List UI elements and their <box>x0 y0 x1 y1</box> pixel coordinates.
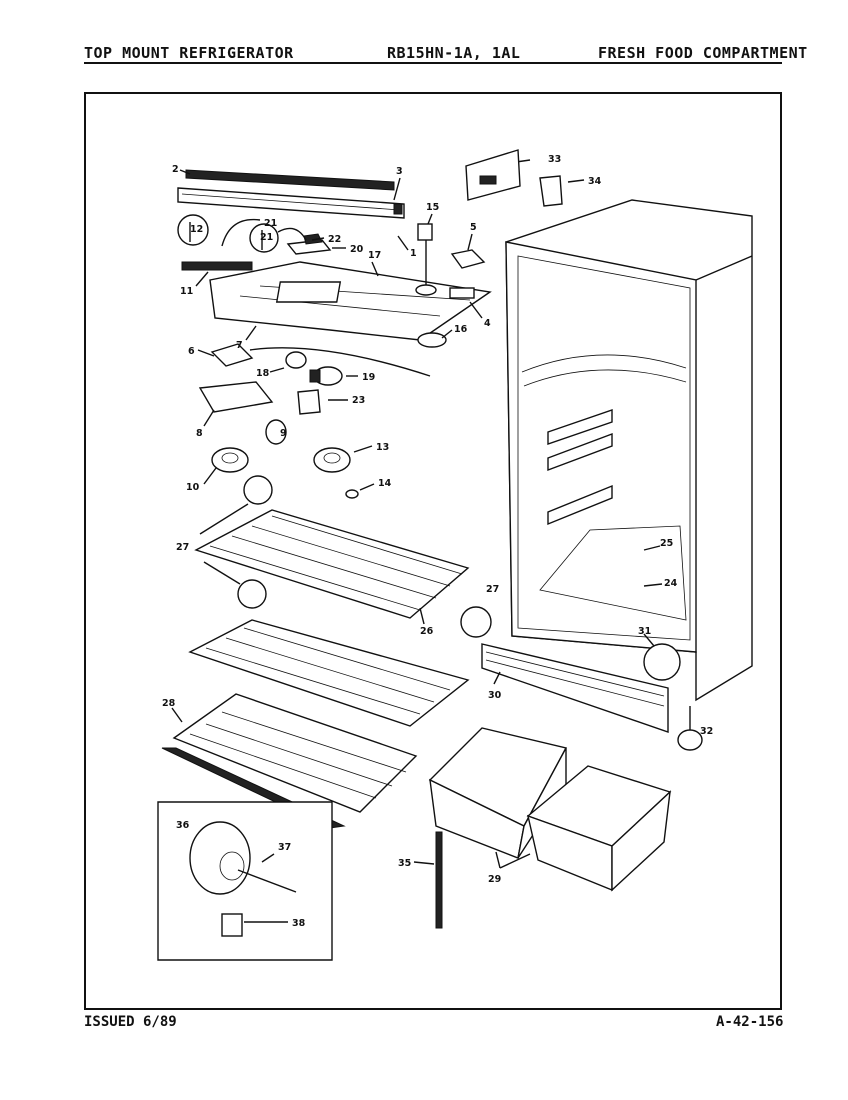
callout-30: 30 <box>488 690 502 701</box>
callout-17: 17 <box>368 250 381 261</box>
callout-13: 13 <box>376 442 389 453</box>
callout-23: 23 <box>352 395 365 406</box>
crisper-drawers <box>428 727 672 929</box>
callout-28: 28 <box>162 698 176 709</box>
callout-27b: 27 <box>486 584 499 595</box>
callout-2: 2 <box>172 164 179 175</box>
callout-35: 35 <box>398 858 411 869</box>
roller-inset <box>157 801 333 961</box>
callout-15: 15 <box>426 202 439 213</box>
callout-18: 18 <box>256 368 270 379</box>
callout-5: 5 <box>470 222 477 233</box>
callout-31: 31 <box>638 626 651 637</box>
shelf-lower <box>188 606 492 727</box>
callout-8: 8 <box>196 428 203 439</box>
callout-14: 14 <box>378 478 392 489</box>
detail-circles <box>177 214 307 253</box>
header-rule <box>84 62 782 64</box>
callout-38: 38 <box>292 918 306 929</box>
callout-20: 20 <box>350 244 364 255</box>
callout-32: 32 <box>700 726 713 737</box>
header-section: FRESH FOOD COMPARTMENT <box>598 44 808 62</box>
callout-3: 3 <box>396 166 403 177</box>
callout-4: 4 <box>484 318 491 329</box>
footer-issued: ISSUED 6/89 <box>84 1014 177 1030</box>
footer-code: A-42-156 <box>716 1014 784 1030</box>
callout-29: 29 <box>488 874 501 885</box>
callout-21: 21 <box>260 232 273 243</box>
callout-21b: 21 <box>264 218 277 229</box>
callout-27a: 27 <box>176 542 189 553</box>
callouts: 2 3 1 12 21 21 22 20 17 11 15 5 4 16 7 6… <box>162 149 713 929</box>
callout-37: 37 <box>278 842 291 853</box>
header-title: TOP MOUNT REFRIGERATOR <box>84 44 294 62</box>
callout-25: 25 <box>660 538 673 549</box>
callout-36: 36 <box>176 820 190 831</box>
light-housing-assembly <box>177 169 492 341</box>
callout-24: 24 <box>664 578 678 589</box>
callout-22: 22 <box>328 234 341 245</box>
callout-12: 12 <box>190 224 203 235</box>
callout-26: 26 <box>420 626 434 637</box>
callout-19: 19 <box>362 372 375 383</box>
callout-9: 9 <box>280 428 287 439</box>
callout-16: 16 <box>454 324 468 335</box>
callout-7: 7 <box>236 340 243 351</box>
diagram-frame <box>84 92 782 1010</box>
shelf-upper <box>194 475 470 619</box>
header-model: RB15HN-1A, 1AL <box>387 44 521 62</box>
callout-34: 34 <box>588 176 602 187</box>
callout-10: 10 <box>186 482 200 493</box>
cabinet <box>481 199 753 751</box>
callout-33: 33 <box>548 154 561 165</box>
callout-6: 6 <box>188 346 195 357</box>
callout-11: 11 <box>180 286 193 297</box>
control-components <box>198 332 447 499</box>
callout-1: 1 <box>410 248 417 259</box>
